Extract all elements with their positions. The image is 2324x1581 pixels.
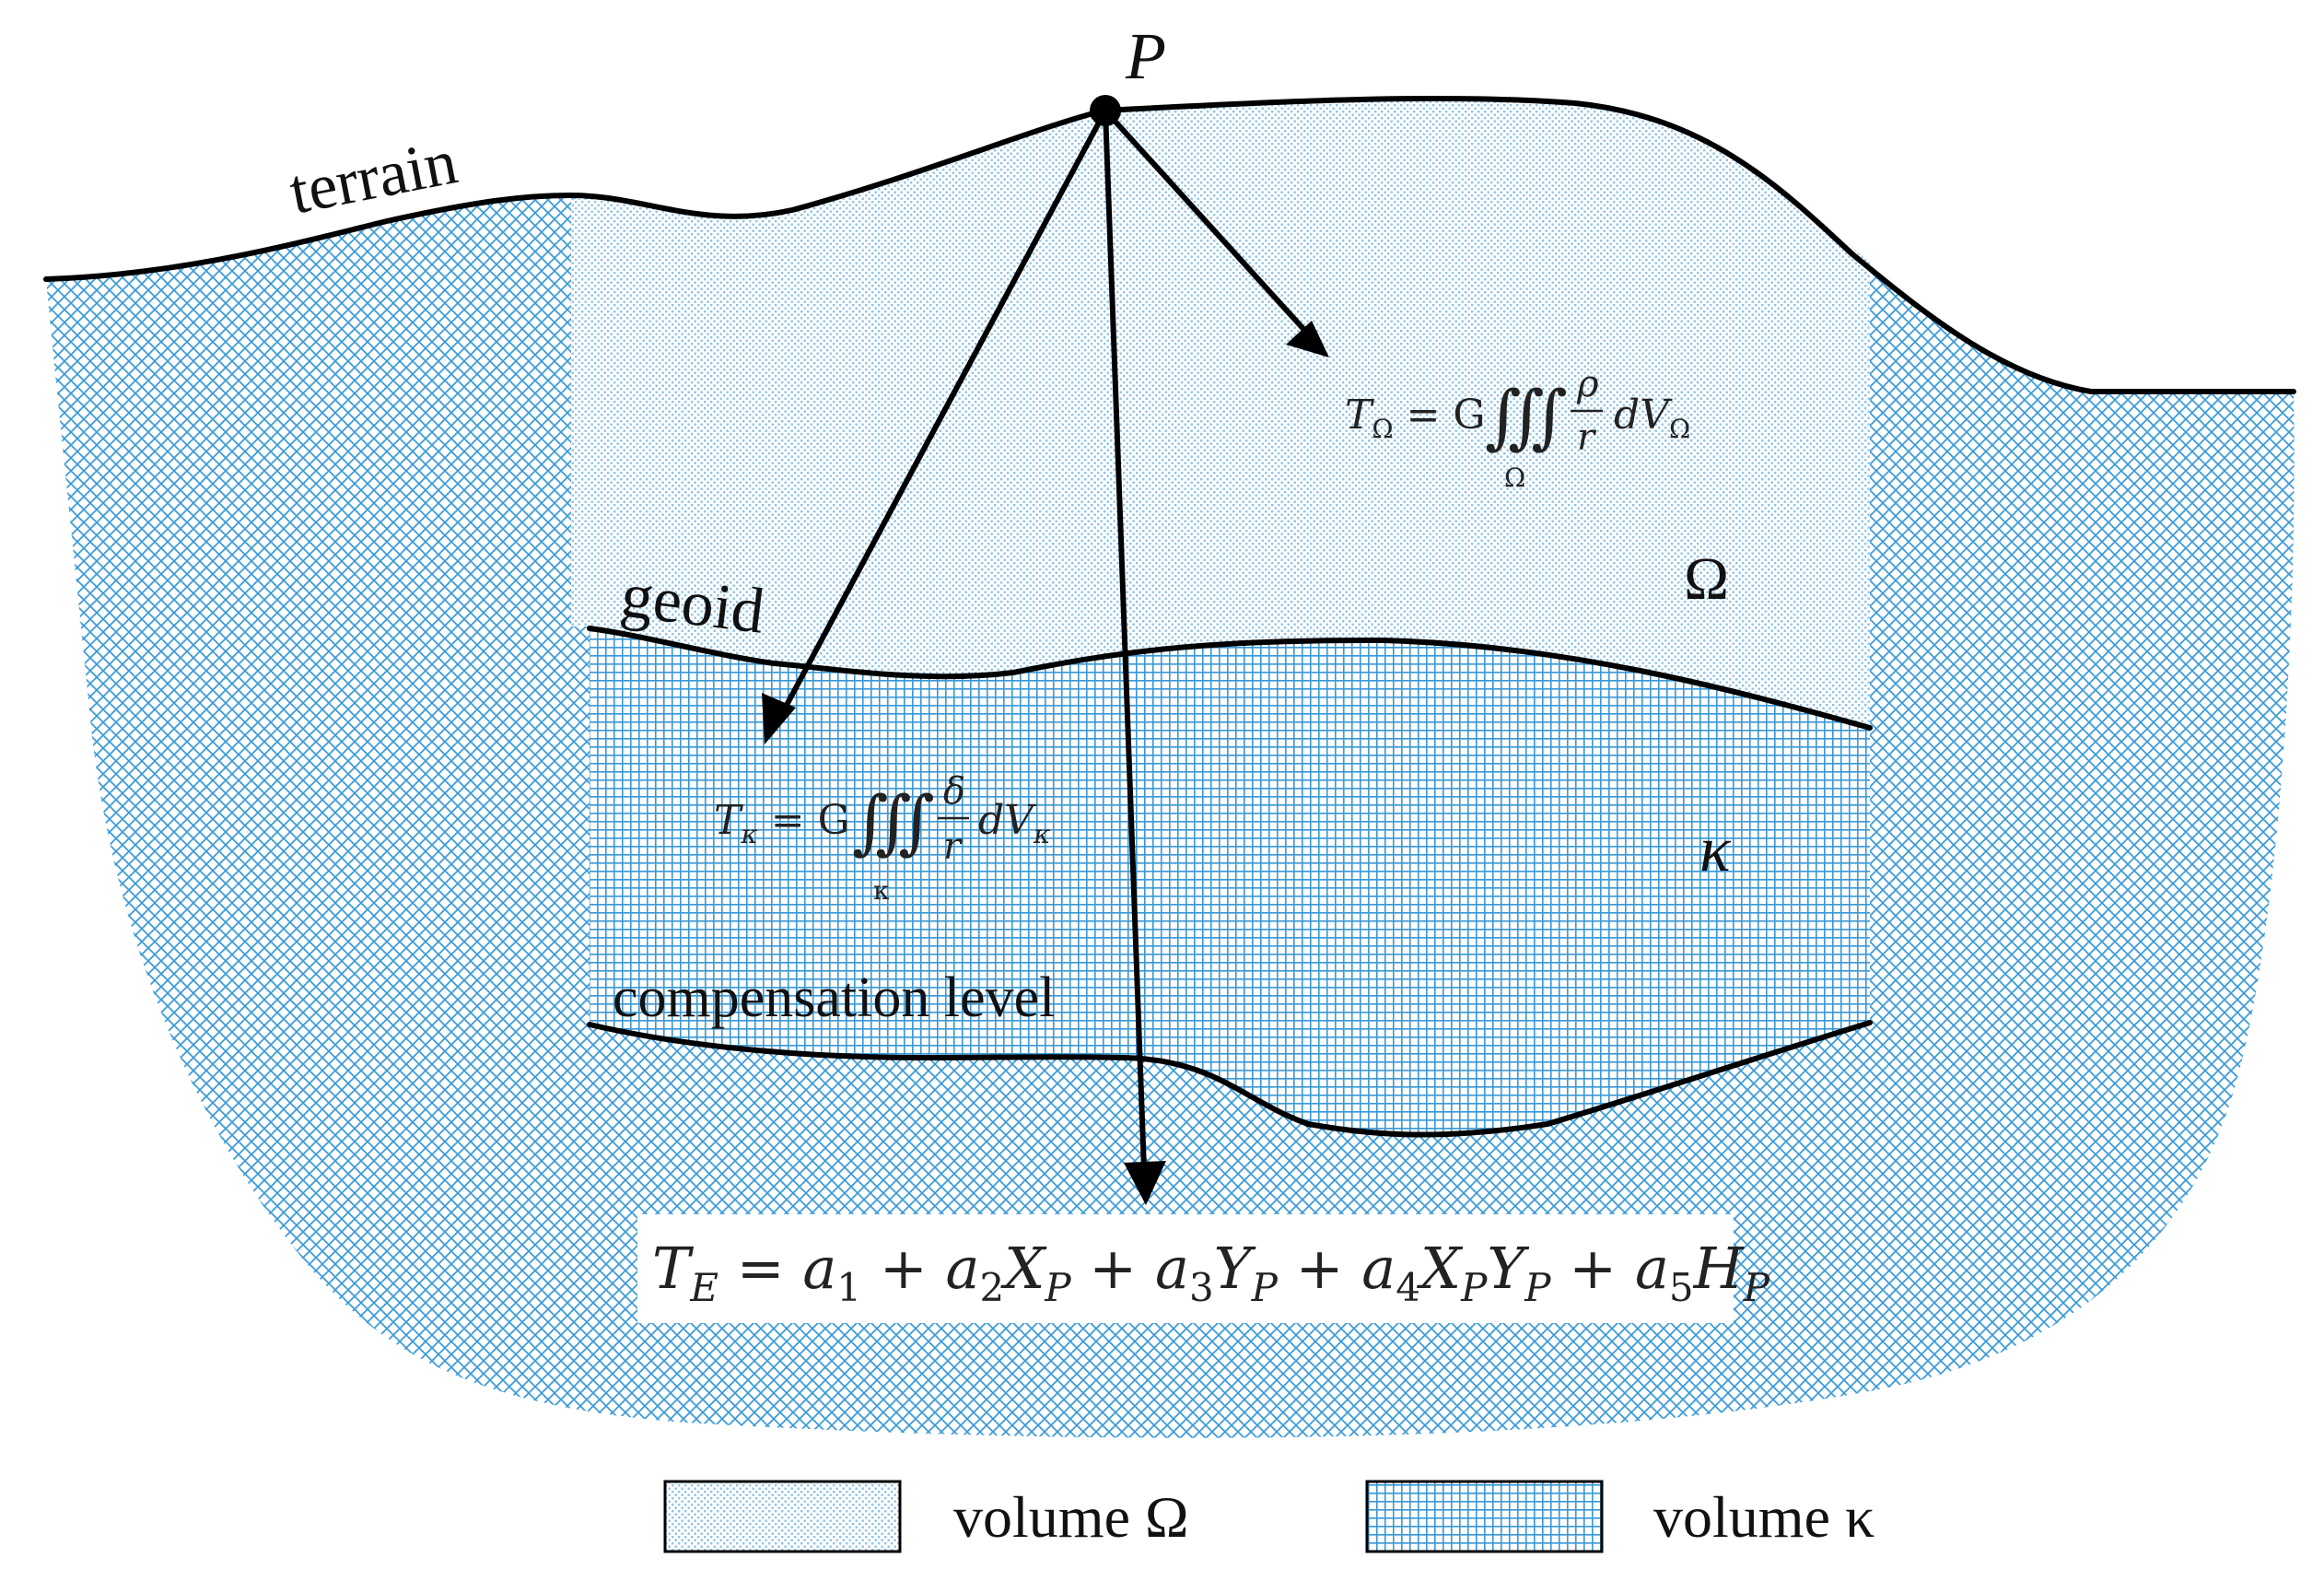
legend-label-kappa: volume κ [1653, 1484, 1874, 1550]
point-p [1090, 95, 1121, 126]
svg-text:r: r [1577, 416, 1597, 459]
point-p-label: P [1125, 19, 1166, 93]
svg-text:ρ: ρ [1576, 363, 1599, 405]
svg-text:dVκ: dVκ [978, 797, 1050, 849]
geoid-curve [587, 626, 1873, 731]
svg-text:TΩ= G: TΩ= G [1345, 392, 1486, 444]
svg-text:Tκ= G: Tκ= G [714, 797, 850, 849]
arrow-to-ellipsoid [1103, 108, 1166, 1205]
legend: volume Ω volume κ [663, 1480, 1874, 1553]
arrow-to-kappa [762, 108, 1108, 744]
compensation-level-curve [587, 1020, 1873, 1138]
legend-swatch-kappa [1365, 1480, 1604, 1553]
formula-t-omega: TΩ= G ∭ Ω ρ r dVΩ [1345, 363, 1690, 493]
svg-text:κ: κ [873, 875, 890, 906]
geoid-label: geoid [617, 559, 768, 647]
omega-volume-symbol: Ω [1684, 545, 1729, 613]
formula-t-kappa: Tκ= G ∭ κ δ r dVκ [714, 770, 1050, 906]
legend-label-omega: volume Ω [953, 1484, 1189, 1550]
formula-t-e-box [637, 1214, 1734, 1323]
svg-text:r: r [943, 826, 963, 868]
inner-volume-kappa [590, 628, 1870, 1135]
formula-t-e: TE = a1 + a2XP + a3YP + a4XPYP + a5HP [652, 1235, 1770, 1310]
svg-text:∭: ∭ [852, 780, 935, 862]
svg-text:∭: ∭ [1485, 375, 1568, 457]
kappa-volume-symbol: κ [1699, 814, 1732, 885]
arrow-to-omega [1103, 108, 1329, 357]
svg-text:dVΩ: dVΩ [1614, 392, 1690, 444]
inner-volume-omega [571, 98, 1870, 728]
compensation-level-label: compensation level [613, 966, 1055, 1029]
svg-text:Ω: Ω [1504, 463, 1525, 493]
legend-swatch-omega [663, 1480, 902, 1553]
terrain-curve [43, 95, 2296, 394]
svg-text:δ: δ [943, 770, 965, 813]
